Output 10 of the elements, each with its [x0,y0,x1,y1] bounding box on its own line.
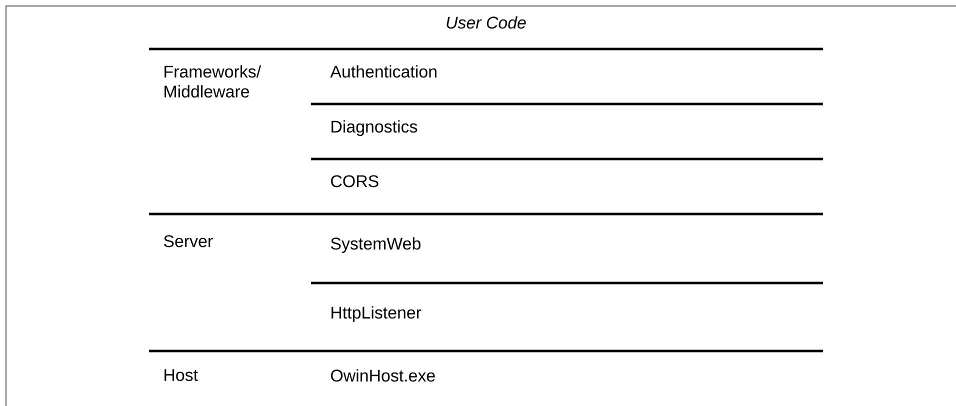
layer-label: Diagnostics [332,120,418,136]
layer-label: Host [164,369,198,382]
layer-label: Authentication [330,65,436,78]
layer-label: CORS [331,175,378,188]
layer-label: HttpListener [332,306,422,322]
layer-label: Server [164,235,213,248]
heading: User Code [446,16,526,29]
layer-label: OwinHost.exe [331,369,435,382]
layer-label: Frameworks/ Middleware [164,65,262,98]
layer-label: SystemWeb [330,237,420,253]
